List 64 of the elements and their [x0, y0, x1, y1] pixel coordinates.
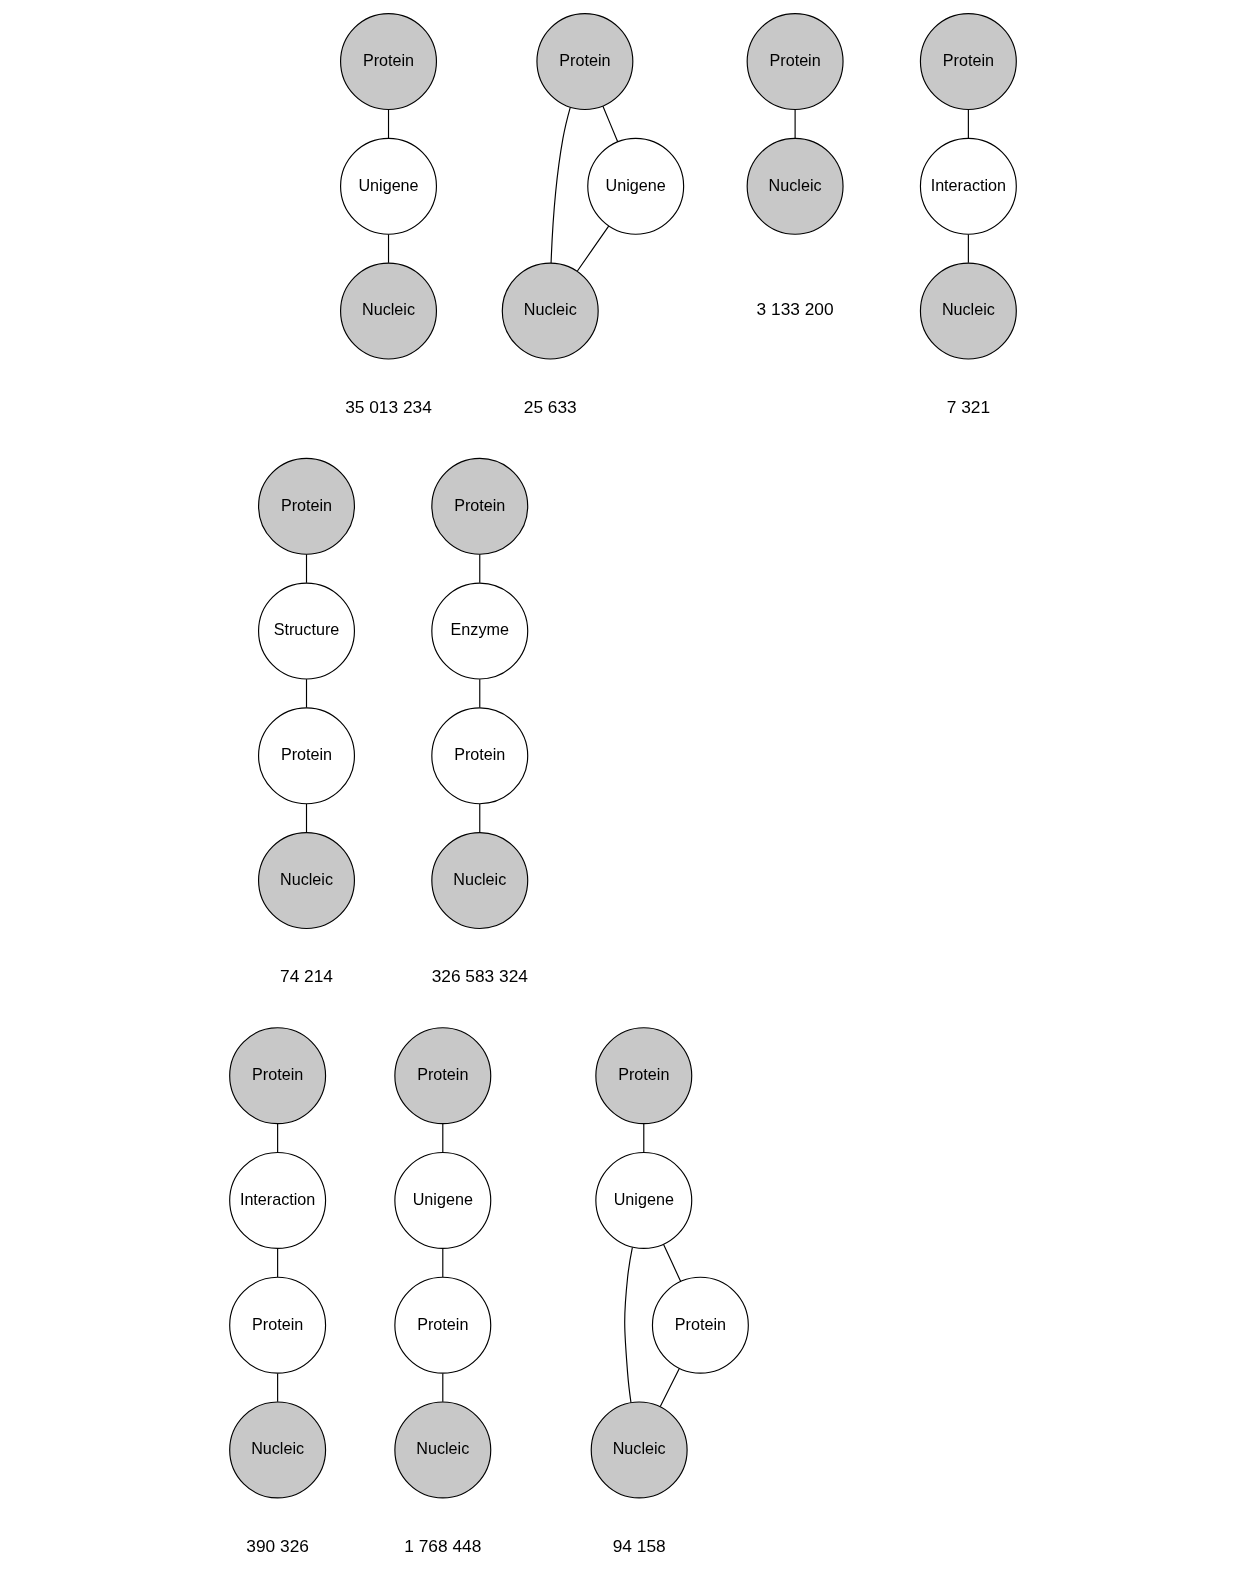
connector [305, 678, 308, 708]
node-circle: Interaction [919, 137, 1017, 235]
connector [602, 105, 619, 142]
label: 326 583 324 [431, 965, 528, 986]
node-circle: Nucleic [590, 1400, 688, 1498]
connector [479, 553, 481, 583]
connector [624, 1246, 633, 1403]
node-circle: Nucleic [746, 137, 844, 235]
connector [479, 678, 481, 708]
node-circle: Nucleic [394, 1400, 492, 1498]
node-circle: Enzyme [431, 582, 529, 680]
node-circle: Nucleic [431, 831, 529, 929]
node-circle: Interaction [229, 1151, 327, 1249]
node-circle: Structure [258, 582, 355, 680]
connector [305, 802, 308, 833]
label: 94 158 [612, 1535, 666, 1556]
connector [659, 1367, 680, 1407]
node-circle: Protein [431, 706, 529, 804]
label: 25 633 [523, 396, 577, 417]
node-circle: Nucleic [229, 1400, 327, 1498]
node-circle: Unigene [595, 1151, 693, 1249]
connector [277, 1122, 279, 1153]
connector [967, 233, 969, 263]
node-circle: Protein [229, 1276, 327, 1374]
connector [305, 553, 308, 583]
node-circle: Unigene [340, 137, 438, 235]
connector [479, 802, 481, 833]
node-circle: Protein [258, 457, 355, 555]
node-circle: Nucleic [919, 262, 1017, 360]
connector [387, 108, 390, 139]
label: 390 326 [246, 1535, 309, 1556]
node-circle: Protein [394, 1276, 492, 1374]
connector [794, 108, 796, 139]
label: 35 013 234 [345, 396, 432, 417]
node-circle: Nucleic [501, 262, 599, 360]
connector [643, 1122, 645, 1153]
node-circle: Protein [919, 12, 1017, 110]
connector [277, 1247, 279, 1278]
node-circle: Protein [536, 12, 634, 110]
node-circle: Protein [394, 1026, 492, 1124]
node-circle: Protein [746, 12, 844, 110]
connector [550, 106, 571, 264]
node-circle: Nucleic [340, 262, 438, 360]
node-circle: Unigene [394, 1151, 492, 1249]
connector [277, 1372, 279, 1402]
connector [387, 233, 390, 263]
node-circle: Protein [340, 12, 438, 110]
node-circle: Protein [258, 706, 355, 804]
connector [442, 1372, 444, 1402]
connector [967, 108, 969, 139]
connector [442, 1247, 444, 1278]
node-circle: Protein [595, 1026, 693, 1124]
label: 1 768 448 [404, 1535, 482, 1556]
label: 7 321 [946, 396, 991, 417]
connector [576, 225, 610, 272]
node-circle: Protein [431, 457, 529, 555]
node-circle: Protein [651, 1276, 749, 1374]
label: 3 133 200 [756, 298, 834, 319]
node-circle: Nucleic [258, 831, 355, 929]
label: 74 214 [280, 965, 333, 986]
node-circle: Unigene [587, 137, 685, 235]
connector [442, 1122, 444, 1153]
connector [663, 1243, 682, 1282]
node-circle: Protein [229, 1026, 327, 1124]
